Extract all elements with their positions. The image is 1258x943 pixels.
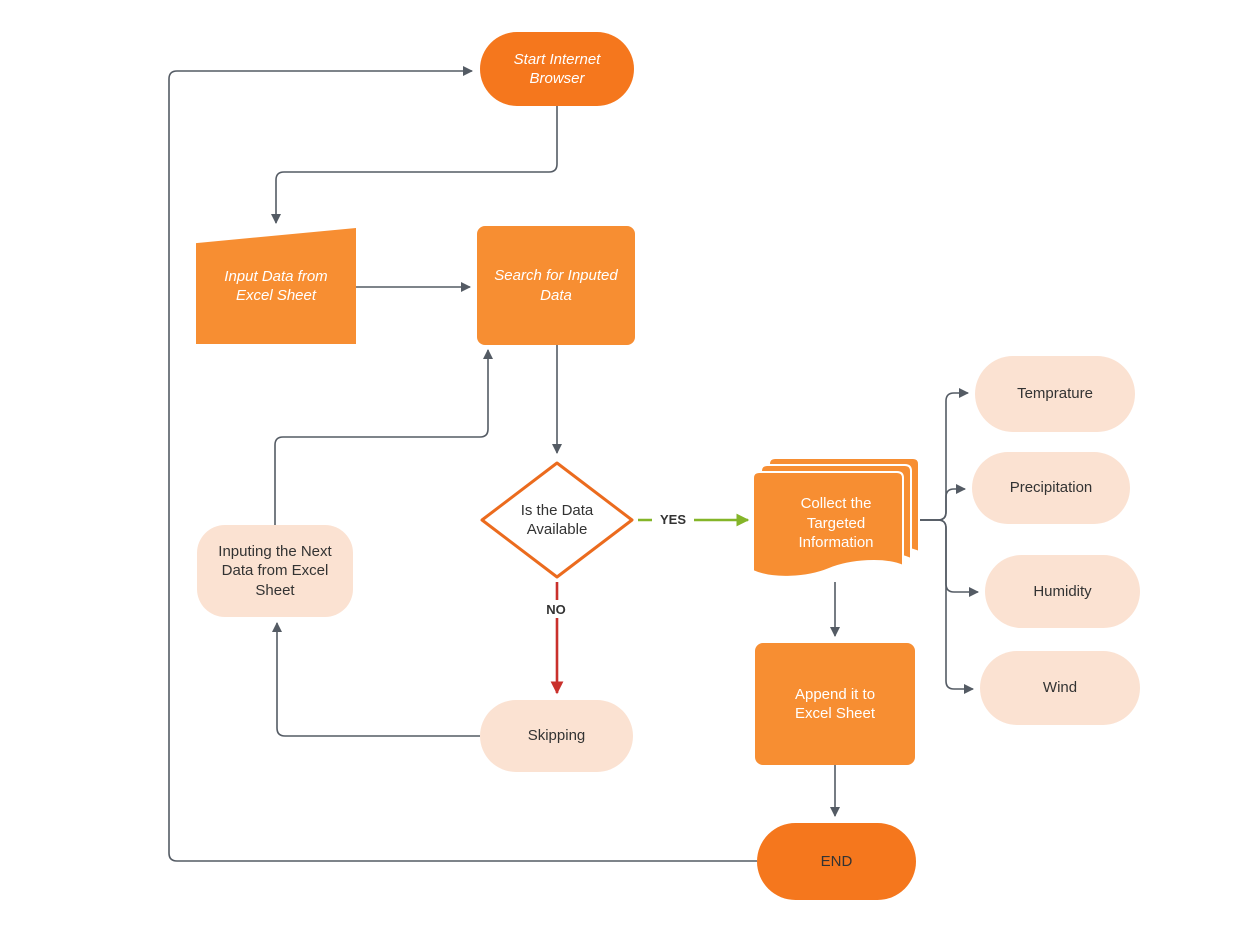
edge-collect-to-wind — [917, 519, 974, 694]
node-wind-label: Wind — [1042, 679, 1078, 697]
node-decision: Is the Data Available — [479, 460, 635, 580]
node-skipping: Skipping — [480, 700, 633, 772]
node-precipitation-label: Precipitation — [1009, 479, 1093, 497]
node-wind: Wind — [980, 651, 1140, 725]
node-search-label: Search for Inputed Data — [494, 267, 618, 304]
node-inputing-next-label: Inputing the Next Data from Excel Sheet — [218, 542, 332, 599]
node-temprature-label: Temprature — [1017, 385, 1093, 403]
node-end: END — [757, 823, 916, 900]
no-label-background — [540, 600, 572, 618]
edge-inputing-to-search — [274, 349, 493, 525]
node-humidity: Humidity — [985, 555, 1140, 628]
decision-diamond-shape — [480, 461, 634, 579]
node-search: Search for Inputed Data — [477, 226, 635, 345]
node-append-label: Append it to Excel Sheet — [794, 685, 876, 723]
node-humidity-label: Humidity — [1033, 582, 1092, 600]
node-end-label: END — [820, 852, 853, 870]
node-input-data-label: Input Data from Excel Sheet — [224, 267, 328, 305]
edge-label-no: NO — [546, 602, 566, 617]
node-precipitation: Precipitation — [972, 452, 1130, 524]
node-temprature: Temprature — [975, 356, 1135, 432]
node-inputing-next: Inputing the Next Data from Excel Sheet — [197, 525, 353, 617]
node-skipping-label: Skipping — [527, 727, 586, 745]
edge-start-to-input — [271, 106, 558, 224]
node-append: Append it to Excel Sheet — [755, 643, 915, 765]
node-collect-label: Collect the Targeted Information — [798, 495, 874, 551]
node-input-data: Input Data from Excel Sheet — [196, 228, 356, 344]
node-collect: Collect the Targeted Information — [753, 458, 921, 584]
edge-end-to-start — [168, 66, 757, 862]
multi-document-shape — [753, 458, 920, 578]
node-decision-label: Is the Data Available — [520, 501, 594, 539]
edge-collect-to-humidity — [917, 519, 979, 597]
edge-label-yes: YES — [660, 512, 686, 527]
edge-collect-to-precipitation — [917, 484, 966, 521]
node-start-label: Start Internet Browser — [513, 50, 601, 88]
yes-label-background — [652, 510, 694, 528]
edge-skipping-to-inputing — [272, 622, 480, 737]
node-start: Start Internet Browser — [480, 32, 634, 106]
edge-collect-to-temprature — [917, 388, 969, 521]
